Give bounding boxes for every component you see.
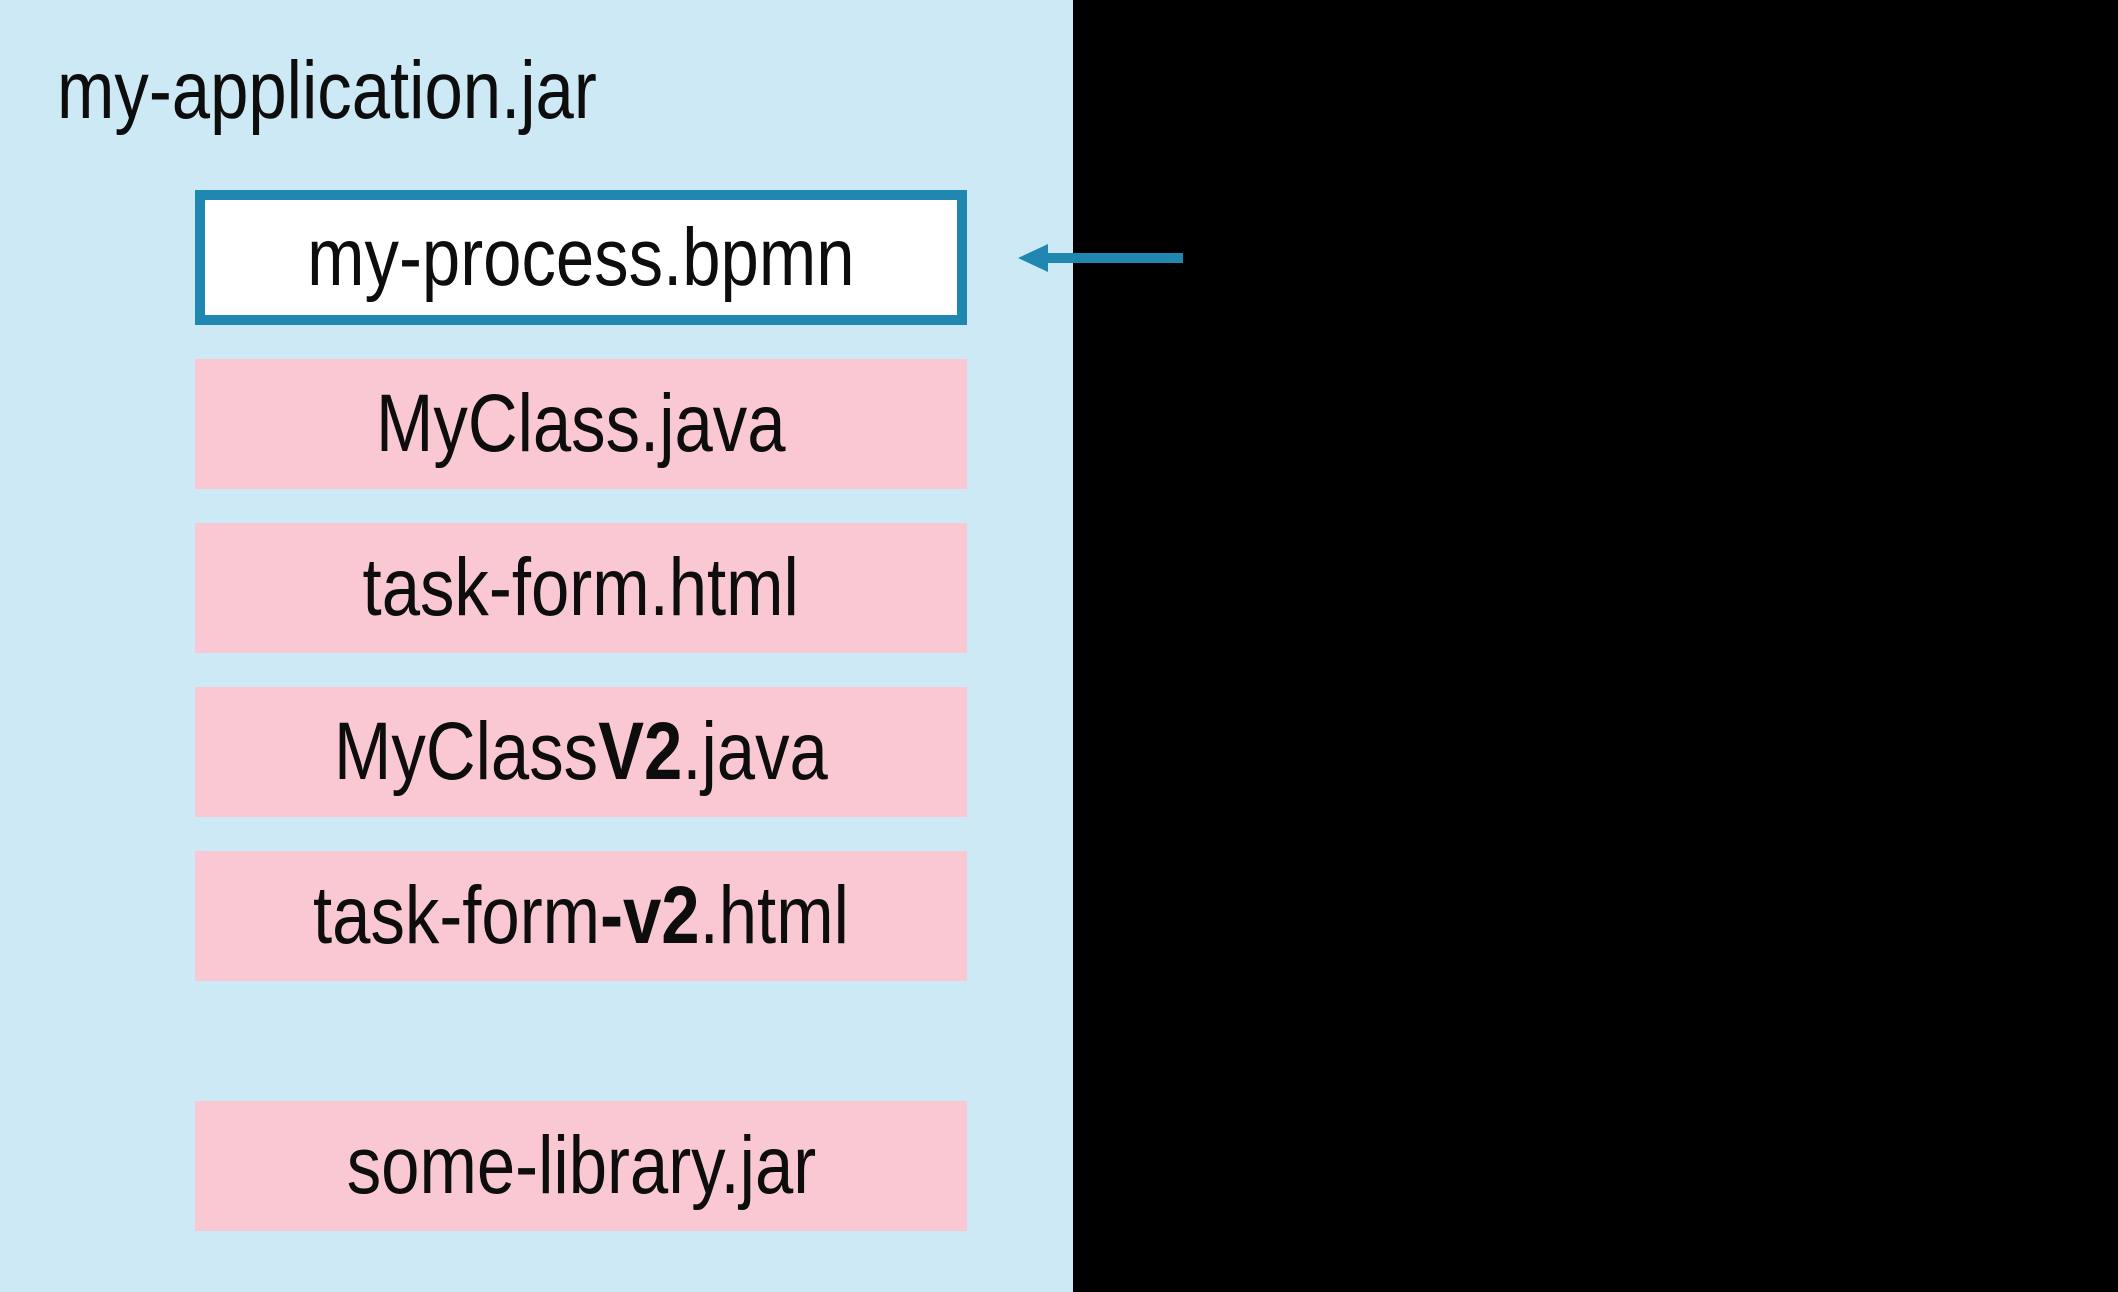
file-box-task-form-html: task-form.html: [195, 523, 967, 653]
file-box-my-process-bpmn: my-process.bpmn: [195, 190, 967, 325]
file-box-task-form-v2-html: task-form-v2.html: [195, 851, 967, 981]
file-label: MyClass.java: [376, 378, 786, 469]
jar-title: my-application.jar: [57, 45, 597, 136]
arrow-icon: [1018, 244, 1183, 272]
file-box-myclass-v2-java: MyClassV2.java: [195, 687, 967, 817]
file-label: task-form-v2.html: [313, 870, 849, 961]
file-label: my-process.bpmn: [307, 211, 855, 303]
file-label: task-form.html: [362, 542, 800, 633]
file-label: some-library.jar: [346, 1120, 816, 1211]
file-box-myclass-java: MyClass.java: [195, 359, 967, 489]
file-label: MyClassV2.java: [334, 706, 828, 797]
file-box-some-library-jar: some-library.jar: [195, 1101, 967, 1231]
